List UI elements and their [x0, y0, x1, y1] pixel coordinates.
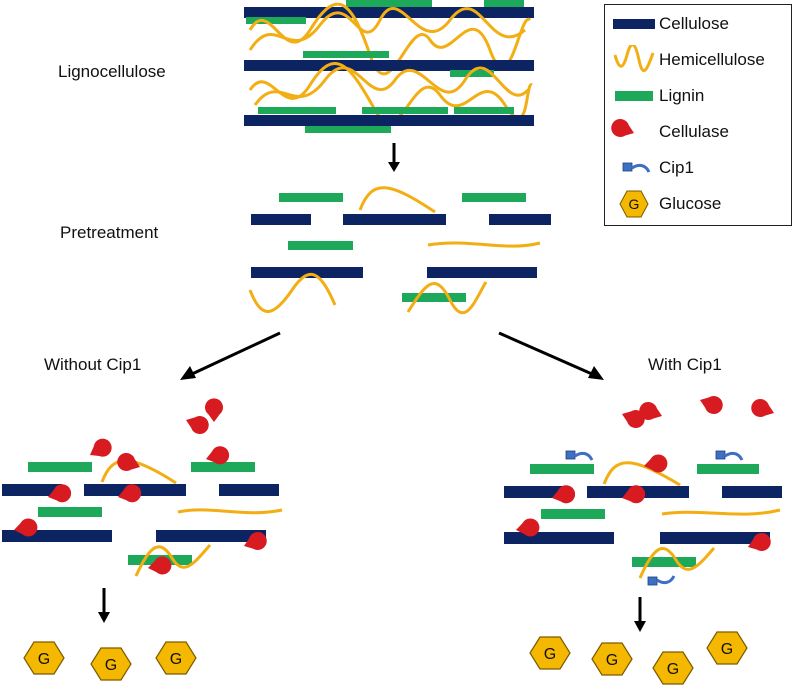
arrow-down-right: [634, 597, 646, 632]
arrow-to-without-cip1: [180, 331, 281, 380]
glucose-icon: G: [619, 190, 649, 218]
glucose-molecule: G: [90, 647, 132, 681]
lignocellulose-structure: [244, 0, 534, 133]
glucose-molecule: G: [155, 641, 197, 675]
glucose-molecule: G: [652, 651, 694, 685]
arrow-down-left: [98, 588, 110, 623]
svg-text:G: G: [170, 651, 182, 668]
label-with-cip1: With Cip1: [648, 355, 722, 374]
svg-text:G: G: [544, 646, 556, 663]
label-lignocellulose: Lignocellulose: [58, 62, 166, 81]
legend-label-cip1: Cip1: [659, 158, 694, 177]
lignin-swatch: [615, 91, 653, 101]
hemicellulose-swatch: [613, 45, 655, 73]
legend-item-cip1: Cip1: [605, 153, 793, 183]
svg-text:G: G: [38, 651, 50, 668]
legend-item-hemicellulose: Hemicellulose: [605, 45, 793, 75]
glucose-molecule: G: [706, 631, 748, 665]
label-without-cip1: Without Cip1: [44, 355, 142, 374]
svg-text:G: G: [667, 661, 679, 678]
legend-label-cellulase: Cellulase: [659, 122, 729, 141]
glucose-group-without: G G G: [23, 641, 197, 681]
svg-text:G: G: [629, 196, 640, 212]
cellulose-swatch: [613, 19, 655, 29]
legend-label-glucose: Glucose: [659, 194, 722, 213]
cellulase-icon: [611, 119, 634, 137]
legend-item-cellulase: Cellulase: [605, 117, 793, 147]
legend-label-hemicellulose: Hemicellulose: [659, 50, 765, 69]
cip1-icon: [622, 162, 651, 173]
legend-item-lignin: Lignin: [605, 81, 793, 111]
with-cip1-structure: [504, 461, 782, 579]
legend-label-cellulose: Cellulose: [659, 14, 729, 33]
legend-item-glucose: G Glucose: [605, 189, 793, 219]
arrow-down-1: [388, 143, 400, 172]
glucose-group-with: G G G G: [529, 631, 748, 685]
glucose-molecule: G: [529, 636, 571, 670]
glucose-molecule: G: [591, 642, 633, 676]
glucose-molecule: G: [23, 641, 65, 675]
pretreatment-structure: [248, 186, 551, 315]
without-cip1-structure: [2, 459, 283, 577]
legend-item-cellulose: Cellulose: [605, 9, 793, 39]
label-pretreatment: Pretreatment: [60, 223, 159, 242]
svg-text:G: G: [606, 652, 618, 669]
legend: Cellulose Hemicellulose Lignin Cellulase…: [604, 4, 792, 226]
svg-text:G: G: [105, 657, 117, 674]
arrow-to-with-cip1: [498, 331, 604, 380]
svg-text:G: G: [721, 641, 733, 658]
legend-label-lignin: Lignin: [659, 86, 705, 105]
